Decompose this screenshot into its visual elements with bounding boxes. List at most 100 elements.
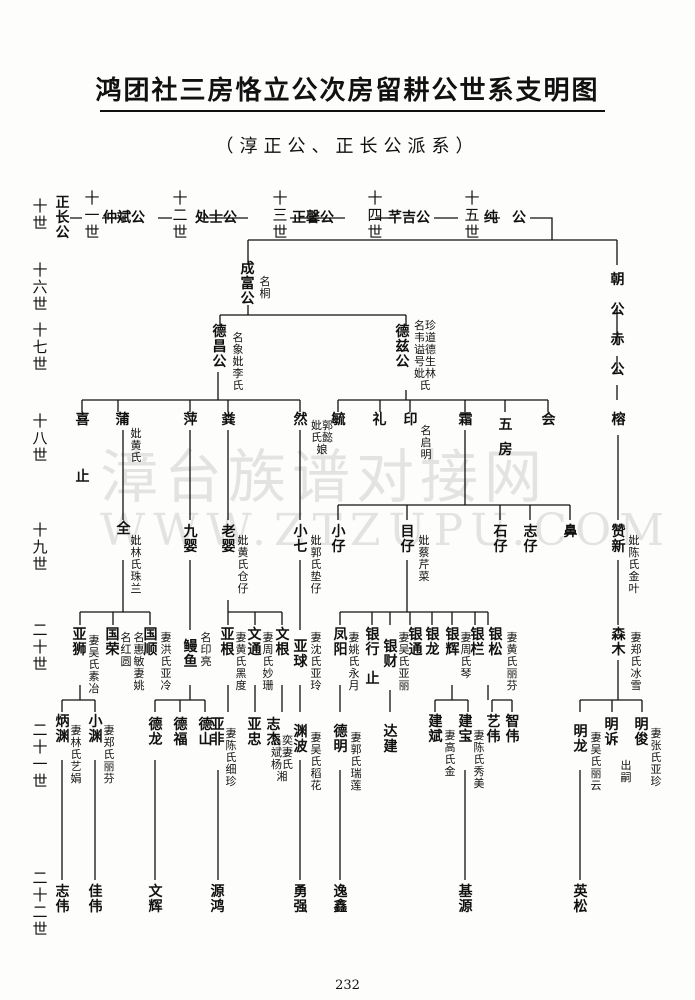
person-yazhong: 亚忠 <box>247 717 262 748</box>
person-fengyang-note: 妻姚氏永月 <box>348 631 360 692</box>
person-bi: 鼻 <box>563 524 578 540</box>
person-jiuying: 九婴 <box>183 524 198 555</box>
person-delong: 德龙 <box>148 717 163 748</box>
person-zhongbin: 仲斌公 <box>103 210 145 226</box>
mark-zhi-18: 止 <box>75 469 90 485</box>
person-chengfu-note: 名桐 <box>259 275 271 300</box>
person-zhizai: 志仔 <box>523 524 538 555</box>
person-xiaoyuan: 小渊 <box>88 714 103 745</box>
person-fengyang: 凤阳 <box>333 627 348 658</box>
gen-10: 十世 <box>32 197 48 232</box>
person-zhengchang: 正长公 <box>55 195 70 241</box>
page-title: 鸿团社三房恪立公次房留耕公世系支明图 <box>95 76 600 106</box>
person-yuanhong: 源鸿 <box>210 884 225 915</box>
person-defu: 德福 <box>173 717 188 748</box>
gen-14-label: 十四世 <box>367 189 383 241</box>
person-muzai: 目仔 <box>400 524 415 555</box>
person-bingyuan: 炳渊 <box>55 714 70 745</box>
gen-13-label: 十三世 <box>272 189 288 241</box>
person-wengen: 文根 <box>275 627 290 658</box>
person-yinsong-note: 妻黄氏丽芬 <box>506 631 518 692</box>
person-yafei-note: 妻陈氏细珍 <box>225 727 237 788</box>
person-deming-note: 妻郭氏瑞莲 <box>350 731 362 792</box>
person-laoying: 老婴 <box>221 524 236 555</box>
person-yincai-note: 妻吴氏亚丽 <box>398 631 410 692</box>
person-yinhui-note: 妻周氏琴 <box>460 631 472 680</box>
page-subtitle: （淳正公、正长公派系） <box>215 136 480 157</box>
person-yinlan: 银栏 <box>470 627 485 658</box>
person-yinlong: 银龙 <box>425 627 440 658</box>
person-chengfu: 成富公 <box>240 261 255 307</box>
person-minglong: 明龙 <box>573 724 588 755</box>
person-yuanbo-note: 妻吴氏稻花 <box>310 731 322 792</box>
person-yiwei: 艺伟 <box>486 714 501 745</box>
person-jianbao: 建宝 <box>458 714 473 745</box>
person-yincai: 银财 <box>383 639 398 670</box>
person-laoying-note: 妣黄氏仓仔 <box>237 534 249 595</box>
person-pu: 蒲 <box>115 412 130 428</box>
person-yuanbo: 渊波 <box>293 724 308 755</box>
person-chushi: 处士公 <box>195 210 237 226</box>
person-dechang: 德昌公 <box>212 324 227 370</box>
person-ran-note: 妣郭氏懿娘 <box>311 419 333 456</box>
person-zhijie-note: 名奕斌妻杨氏湘 <box>271 734 293 783</box>
person-mingjun-note: 妻张氏亚珍 <box>650 727 662 788</box>
person-yafei: 亚非 <box>210 717 225 748</box>
person-jiyuan: 基源 <box>458 884 473 915</box>
person-shuang: 霜 <box>458 412 473 428</box>
gen-22: 二十二世 <box>32 869 48 938</box>
person-guoshun: 国顺 <box>143 627 158 658</box>
gen-17: 十七世 <box>32 321 48 373</box>
person-quan: 全 <box>116 521 131 537</box>
person-wentong-note: 妻周氏妙珊 <box>262 631 274 692</box>
person-muzai-note: 妣蔡芹菜 <box>418 534 430 583</box>
person-fen: 粪 <box>221 412 236 428</box>
person-xi: 喜 <box>75 412 90 428</box>
person-zhiwei: 智伟 <box>505 714 520 745</box>
person-deshan: 德山 <box>198 717 213 748</box>
person-deming: 德明 <box>333 724 348 755</box>
person-yinhui: 银辉 <box>445 627 460 658</box>
person-pu-note: 妣黄氏 <box>130 427 142 464</box>
watermark-cn: 漳台族谱对接网 <box>100 443 549 511</box>
person-rong: 榕 <box>611 412 626 428</box>
person-zanxin-note: 妣陈氏金叶 <box>628 534 640 595</box>
gen-20: 二十世 <box>32 621 48 673</box>
person-yaqiu-note: 妻沈氏亚玲 <box>310 631 322 692</box>
person-wentong: 文通 <box>247 627 262 658</box>
person-guorong: 国荣 <box>105 627 120 658</box>
person-xiaozai: 小仔 <box>331 524 346 555</box>
person-chaogong-chigong: 朝公赤公 <box>610 272 625 378</box>
gen-19: 十九世 <box>32 521 48 573</box>
gen-11-label: 十一世 <box>84 189 100 241</box>
person-guoshun-wife-note: 妻洪氏亚冷 <box>160 631 172 692</box>
person-minglong-note: 妻吴氏丽云 <box>590 731 602 792</box>
person-qianji: 芊吉公 <box>388 210 430 226</box>
person-jianbin: 建斌 <box>428 714 443 745</box>
title-underline <box>100 110 605 112</box>
person-yin-note: 名启明 <box>420 424 432 461</box>
person-yashi-note: 妻吴氏素冶 <box>88 634 100 695</box>
person-yashi: 亚狮 <box>72 627 87 658</box>
person-yinsong: 银松 <box>488 627 503 658</box>
person-xiaoqi: 小七 <box>293 524 308 555</box>
person-mingjun: 明俊 <box>634 717 649 748</box>
person-ran: 然 <box>293 412 308 428</box>
person-yinxing: 银行 <box>365 627 380 658</box>
person-wufang: 五房 <box>498 417 513 458</box>
person-senmu-note: 妻郑氏冰雪 <box>630 631 642 692</box>
person-yintong: 银通 <box>408 627 423 658</box>
person-senmu: 森木 <box>611 627 626 658</box>
gen-12-label: 十二世 <box>172 189 188 241</box>
person-yin: 印 <box>403 412 418 428</box>
person-manyu: 鳗鱼 <box>183 639 198 670</box>
person-chun: 纯 公 <box>484 210 526 226</box>
person-yagen-note: 妻黄氏黑度 <box>235 631 247 692</box>
person-guorong-note: 名红圆 <box>120 631 132 668</box>
person-mingsu: 明诉 <box>604 717 619 748</box>
person-jiawei: 佳伟 <box>88 884 103 915</box>
person-yixin: 逸鑫 <box>333 884 348 915</box>
person-yingsong: 英松 <box>573 884 588 915</box>
